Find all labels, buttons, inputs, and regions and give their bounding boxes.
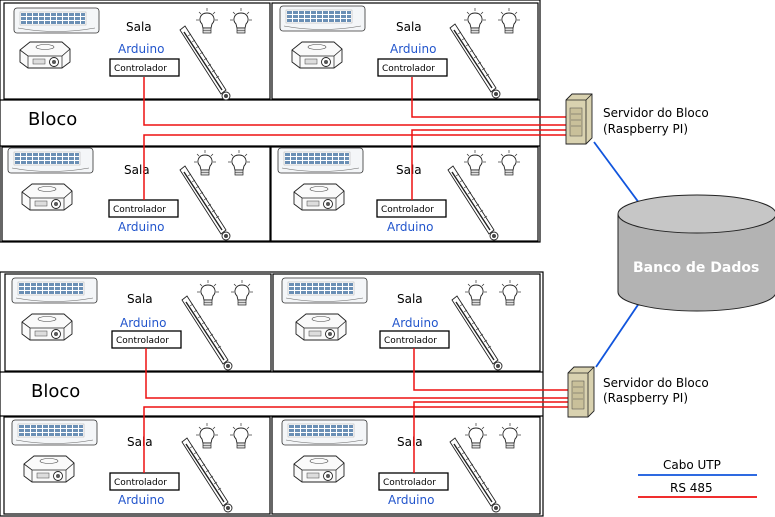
air-conditioner-icon: [281, 277, 368, 304]
room: Sala Arduino Controlador: [4, 273, 272, 372]
air-conditioner-icon: [7, 147, 94, 174]
arduino-label: Arduino: [388, 493, 434, 507]
room-label: Sala: [127, 435, 153, 449]
arduino-label: Arduino: [387, 220, 433, 234]
projector-icon: [23, 455, 75, 483]
legend-rs485-label: RS 485: [670, 481, 713, 495]
arduino-label: Arduino: [390, 42, 436, 56]
legend-utp-label: Cabo UTP: [663, 458, 721, 472]
block-label: Bloco: [28, 109, 77, 130]
projector-icon: [19, 41, 71, 69]
server-sublabel: (Raspberry PI): [603, 391, 688, 405]
controller-label: Controlador: [114, 64, 167, 74]
air-conditioner-icon: [279, 5, 366, 32]
projector-icon: [295, 313, 347, 341]
block-label: Bloco: [31, 381, 80, 402]
room-label: Sala: [127, 292, 153, 306]
arduino-label: Arduino: [118, 42, 164, 56]
room-label: Sala: [397, 435, 423, 449]
air-conditioner-icon: [11, 419, 98, 446]
room-label: Sala: [397, 292, 423, 306]
room: Sala Controlador Arduino: [3, 416, 271, 515]
air-conditioner-icon: [11, 277, 98, 304]
projector-icon: [21, 313, 73, 341]
room: Sala Arduino Controlador: [272, 273, 541, 372]
room-label: Sala: [396, 20, 422, 34]
controller-label: Controlador: [381, 205, 434, 215]
controller-label: Controlador: [383, 478, 436, 488]
room-label: Sala: [126, 20, 152, 34]
arduino-label: Arduino: [120, 316, 166, 330]
controller-box: [377, 58, 448, 77]
arduino-label: Arduino: [392, 316, 438, 330]
arduino-label: Arduino: [118, 493, 164, 507]
controller-label: Controlador: [114, 478, 167, 488]
projector-icon: [293, 455, 345, 483]
server-label: Servidor do Bloco: [603, 376, 709, 390]
arduino-label: Arduino: [118, 220, 164, 234]
controller-label: Controlador: [384, 336, 437, 346]
room: Sala Arduino Controlador: [3, 2, 271, 101]
room-label: Sala: [124, 163, 150, 177]
room: Sala Arduino Controlador: [271, 2, 539, 100]
projector-icon: [291, 41, 343, 69]
server-icon: [567, 366, 595, 418]
block-1: Bloco Sala Arduino Controlador Sala Ardu…: [0, 0, 709, 243]
controller-label: Controlador: [113, 205, 166, 215]
room: Sala Controlador Arduino: [1, 146, 271, 242]
controller-label: Controlador: [116, 336, 169, 346]
air-conditioner-icon: [277, 147, 364, 174]
server-sublabel: (Raspberry PI): [603, 122, 688, 136]
block-2: Bloco Sala Arduino Controlador Sala Ardu…: [0, 271, 709, 517]
room-label: Sala: [396, 163, 422, 177]
controller-box: [109, 58, 180, 77]
projector-icon: [293, 183, 345, 211]
database-label: Banco de Dados: [633, 260, 759, 276]
database-icon: Banco de Dados: [617, 194, 775, 312]
server-icon: [565, 93, 593, 145]
projector-icon: [21, 183, 73, 211]
room: Sala Controlador Arduino: [271, 416, 541, 515]
controller-label: Controlador: [382, 64, 435, 74]
air-conditioner-icon: [281, 419, 368, 446]
legend: Cabo UTP RS 485: [638, 458, 757, 498]
air-conditioner-icon: [13, 7, 100, 34]
room: Sala Controlador Arduino: [270, 146, 539, 242]
server-label: Servidor do Bloco: [603, 106, 709, 120]
